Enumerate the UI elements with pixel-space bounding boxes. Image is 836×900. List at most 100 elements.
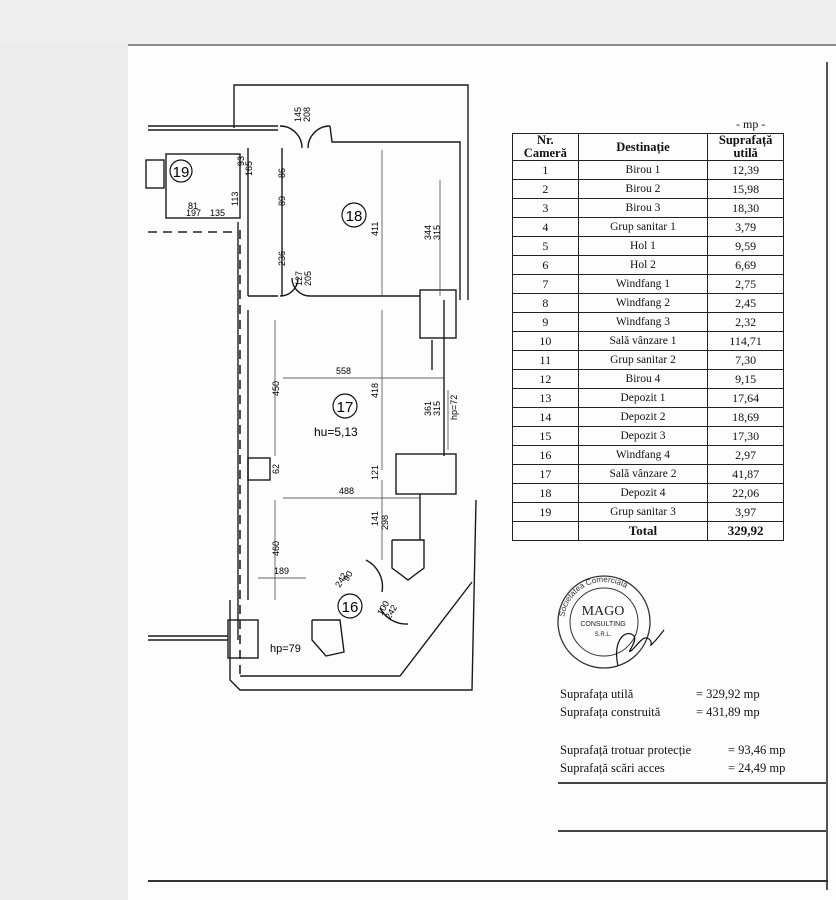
signature-mark xyxy=(616,629,665,667)
room-16-label: 16 xyxy=(342,599,359,616)
cell-suprafata: 17,64 xyxy=(707,388,784,408)
dim-344: 344 xyxy=(423,225,433,240)
summary-constr: Suprafața construită = 431,89 mp xyxy=(560,704,760,720)
cell-destinatie: Hol 1 xyxy=(577,236,709,256)
room-18-label: 18 xyxy=(346,208,363,225)
cell-suprafata: 3,97 xyxy=(707,502,784,522)
cell-nr: 1 xyxy=(512,160,579,180)
summary-trotuar-value: = 93,46 mp xyxy=(728,743,786,757)
cell-suprafata: 7,30 xyxy=(707,350,784,370)
cell-destinatie: Windfang 2 xyxy=(577,293,709,313)
dim-315-top: 315 xyxy=(432,225,442,240)
cell-destinatie: Hol 2 xyxy=(577,255,709,275)
dim-165: 165 xyxy=(244,161,254,176)
cell-destinatie: Birou 3 xyxy=(577,198,709,218)
total-row: Total 329,92 xyxy=(512,521,784,541)
cell-suprafata: 2,45 xyxy=(707,293,784,313)
dim-135: 135 xyxy=(210,208,225,218)
cell-destinatie: Windfang 3 xyxy=(577,312,709,332)
cell-nr: 6 xyxy=(512,255,579,275)
cell-nr: 2 xyxy=(512,179,579,199)
summary-scari-label: Suprafață scări acces xyxy=(560,761,665,775)
outer-projection-wall xyxy=(233,84,469,300)
cell-nr: 14 xyxy=(512,407,579,427)
cell-suprafata: 15,98 xyxy=(707,179,784,199)
col-header-nr: Nr. Cameră xyxy=(512,133,579,161)
cell-suprafata: 2,32 xyxy=(707,312,784,332)
dim-113: 113 xyxy=(230,192,240,206)
dim-558: 558 xyxy=(336,366,351,376)
dim-361: 361 xyxy=(423,401,433,416)
hp79-label: hp=79 xyxy=(270,643,301,655)
dim-411: 411 xyxy=(370,222,380,236)
cell-suprafata: 17,30 xyxy=(707,426,784,446)
dim-236: 236 xyxy=(277,251,287,266)
cell-suprafata: 9,15 xyxy=(707,369,784,389)
cell-destinatie: Depozit 3 xyxy=(577,426,709,446)
summary-util-label: Suprafața utilă xyxy=(560,687,634,701)
bottom-border-line xyxy=(148,880,828,882)
cell-suprafata: 2,75 xyxy=(707,274,784,294)
room-17-marker xyxy=(332,393,358,419)
cell-suprafata: 18,30 xyxy=(707,198,784,218)
dim-93: 93 xyxy=(236,156,246,166)
cell-nr: 8 xyxy=(512,293,579,313)
room-19-label: 19 xyxy=(173,164,190,181)
summary-divider-1 xyxy=(558,782,826,784)
dim-86: 86 xyxy=(277,168,287,178)
col-header-nr-line2: Cameră xyxy=(523,146,567,160)
cell-nr: 9 xyxy=(512,312,579,332)
hp72-label: hp=72 xyxy=(449,395,459,420)
room-18-marker xyxy=(341,202,367,228)
cell-nr: 10 xyxy=(512,331,579,351)
summary-util: Suprafața utilă= 329,92 mp xyxy=(560,686,760,702)
cell-suprafata: 9,59 xyxy=(707,236,784,256)
dim-208: 208 xyxy=(302,107,312,122)
dim-141: 141 xyxy=(370,511,380,526)
room-19-marker xyxy=(169,159,193,183)
cell-suprafata: 41,87 xyxy=(707,464,784,484)
summary-divider-2 xyxy=(558,830,826,832)
summary-constr-value: = 431,89 mp xyxy=(696,705,760,719)
cell-destinatie: Birou 1 xyxy=(577,160,709,180)
cell-suprafata: 6,69 xyxy=(707,255,784,275)
top-band xyxy=(0,0,836,44)
col-header-suprafata: Suprafață utilă xyxy=(707,133,784,161)
dim-145: 145 xyxy=(293,107,303,122)
table-header-row: Nr. Cameră Destinație Suprafață utilă xyxy=(512,133,784,161)
stamp-line3: S.R.L. xyxy=(595,632,612,638)
summary-scari: Suprafață scări acces = 24,49 mp xyxy=(560,760,785,776)
cell-nr: 11 xyxy=(512,350,579,370)
cell-nr: 13 xyxy=(512,388,579,408)
dim-460: 460 xyxy=(271,541,281,556)
total-value: 329,92 xyxy=(707,521,784,541)
total-blank-cell xyxy=(512,521,579,541)
cell-destinatie: Depozit 2 xyxy=(577,407,709,427)
cell-nr: 3 xyxy=(512,198,579,218)
summary-scari-value: = 24,49 mp xyxy=(728,761,786,775)
cell-suprafata: 114,71 xyxy=(707,331,784,351)
summary-constr-label: Suprafața construită xyxy=(560,705,661,719)
unit-note: - mp - xyxy=(736,117,766,131)
right-border-line xyxy=(826,62,828,890)
cell-nr: 19 xyxy=(512,502,579,522)
col-header-supr-line2: utilă xyxy=(733,146,758,160)
cell-destinatie: Grup sanitar 2 xyxy=(577,350,709,370)
dim-197: 197 xyxy=(186,208,201,218)
cell-destinatie: Windfang 1 xyxy=(577,274,709,294)
dim-81: 81 xyxy=(188,201,198,211)
